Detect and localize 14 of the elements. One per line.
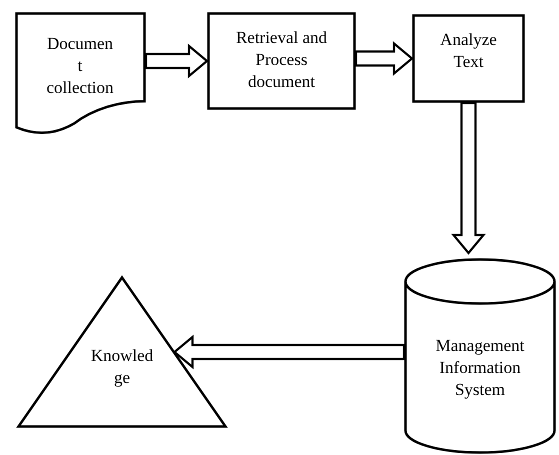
process-box xyxy=(412,14,525,103)
node-label: Retrieval and Process document xyxy=(234,27,328,93)
block-arrow xyxy=(144,44,209,78)
document-shape xyxy=(15,12,146,136)
triangle-shape xyxy=(17,276,227,428)
node-label: Analyze Text xyxy=(439,29,498,73)
node-label: Knowled ge xyxy=(90,345,154,389)
block-arrow xyxy=(354,41,414,76)
block-arrow xyxy=(451,102,486,255)
node-label: Documen t collection xyxy=(45,33,115,99)
node-label: Management Information System xyxy=(434,335,526,401)
process-box xyxy=(207,12,356,110)
block-arrow xyxy=(172,334,406,370)
database-cylinder xyxy=(404,258,556,454)
